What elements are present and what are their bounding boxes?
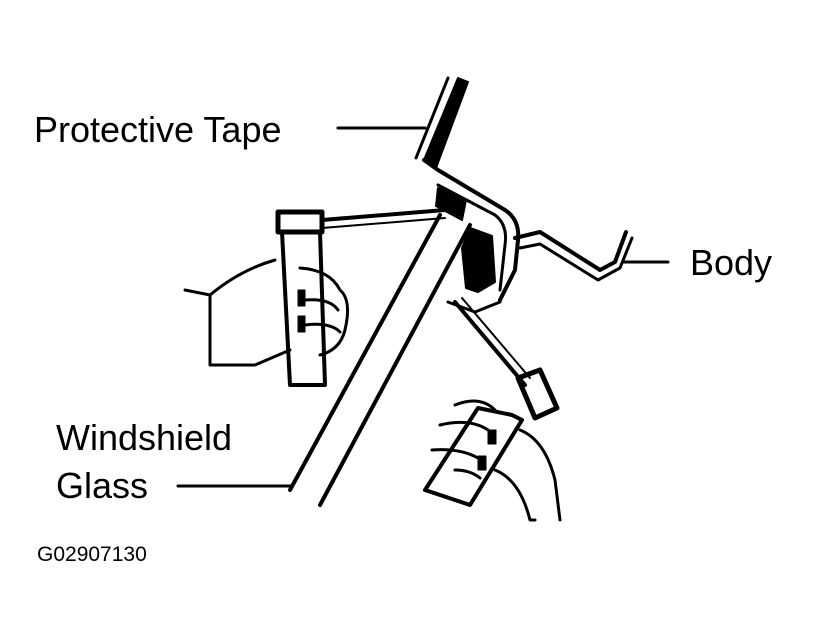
body-label: Body — [690, 242, 773, 283]
left-hand-drawing — [183, 209, 350, 387]
cutting-wire-drawing — [320, 208, 531, 387]
protective-tape-label: Protective Tape — [34, 109, 282, 150]
figure-code: G02907130 — [37, 543, 147, 566]
windshield-label-line1: Windshield — [56, 417, 233, 458]
windshield-label-line2: Glass — [56, 465, 149, 506]
windshield-glass-drawing — [288, 213, 472, 507]
right-hand-drawing — [423, 367, 562, 522]
body-panel-drawing — [422, 158, 634, 314]
adhesive-block-drawing — [435, 187, 496, 293]
protective-tape-drawing — [414, 76, 469, 169]
